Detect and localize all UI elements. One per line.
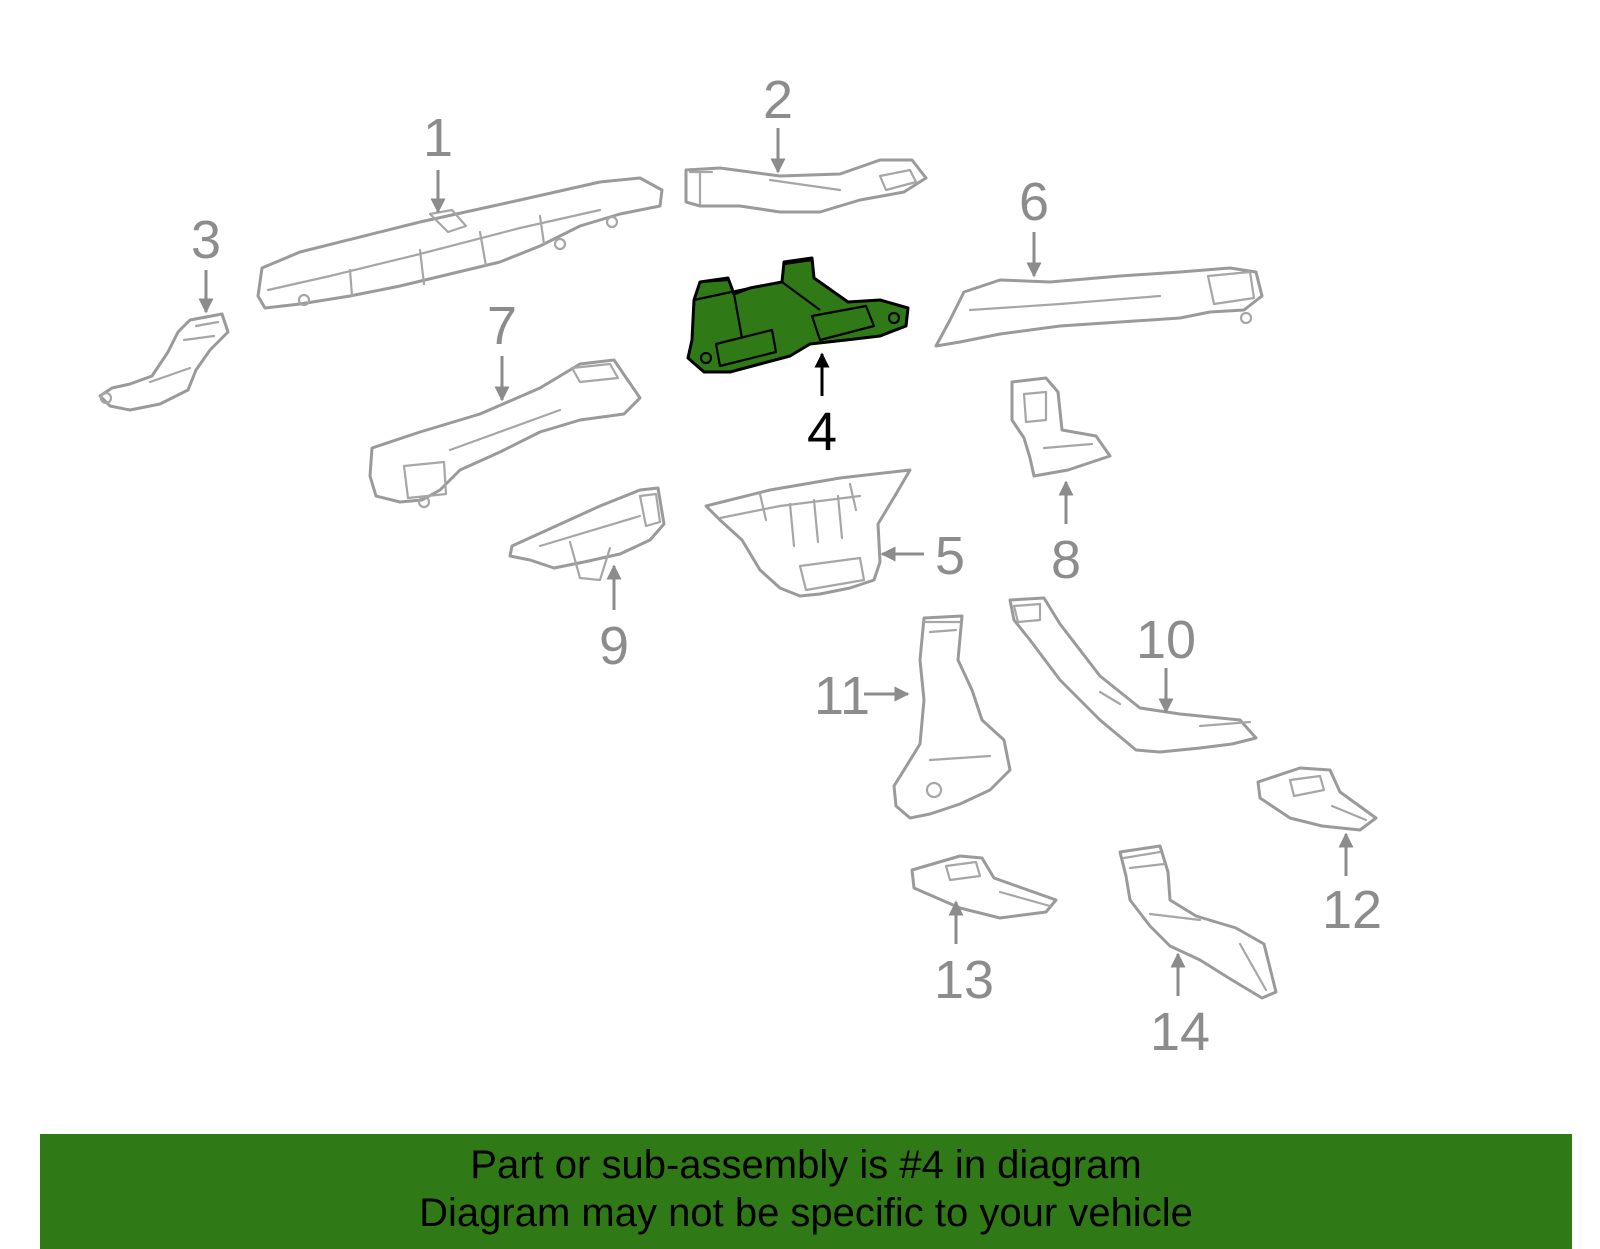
callout-11: 11	[814, 666, 910, 726]
part-9-duct[interactable]	[508, 486, 666, 582]
callout-label-2: 2	[763, 70, 793, 130]
part-10-duct[interactable]	[1008, 596, 1258, 754]
part-14-duct[interactable]	[1118, 844, 1278, 1000]
callout-13: 13	[934, 900, 994, 1010]
part-8-bracket[interactable]	[1010, 376, 1112, 478]
callout-10: 10	[1136, 610, 1196, 714]
callout-label-6: 6	[1019, 172, 1049, 232]
callout-label-5: 5	[935, 526, 965, 586]
callout-label-13: 13	[934, 950, 994, 1010]
callout-label-14: 14	[1150, 1002, 1210, 1062]
banner-line-1: Part or sub-assembly is #4 in diagram	[470, 1143, 1142, 1187]
callout-label-8: 8	[1051, 530, 1081, 590]
part-11-duct[interactable]	[892, 614, 1012, 820]
callout-14: 14	[1150, 952, 1210, 1062]
part-7-duct[interactable]	[368, 358, 642, 509]
callout-12: 12	[1322, 832, 1382, 940]
callout-8: 8	[1051, 480, 1081, 590]
callout-9: 9	[599, 564, 629, 676]
callout-6: 6	[1019, 172, 1049, 278]
part-12-bracket[interactable]	[1256, 766, 1378, 832]
callout-5: 5	[880, 526, 965, 586]
callout-label-12: 12	[1322, 880, 1382, 940]
callout-label-11: 11	[814, 666, 870, 726]
callout-label-10: 10	[1136, 610, 1196, 670]
callout-label-4: 4	[807, 402, 837, 462]
callout-7: 7	[487, 296, 517, 402]
callout-label-1: 1	[423, 108, 453, 168]
part-4-duct-selected[interactable]	[686, 256, 910, 374]
callout-label-3: 3	[191, 210, 221, 270]
callout-1: 1	[423, 108, 453, 214]
callout-2: 2	[763, 70, 793, 174]
part-2-duct[interactable]	[684, 158, 928, 214]
part-13-bracket[interactable]	[910, 854, 1058, 920]
callout-label-9: 9	[599, 616, 629, 676]
callout-4: 4	[807, 352, 837, 462]
callout-3: 3	[191, 210, 221, 314]
part-5-housing[interactable]	[704, 468, 912, 598]
callout-label-7: 7	[487, 296, 517, 356]
part-1-duct[interactable]	[256, 176, 664, 310]
part-3-duct[interactable]	[98, 312, 230, 412]
banner-line-2: Diagram may not be specific to your vehi…	[419, 1191, 1193, 1235]
info-banner: Part or sub-assembly is #4 in diagram Di…	[40, 1134, 1572, 1249]
part-6-duct[interactable]	[934, 266, 1264, 348]
